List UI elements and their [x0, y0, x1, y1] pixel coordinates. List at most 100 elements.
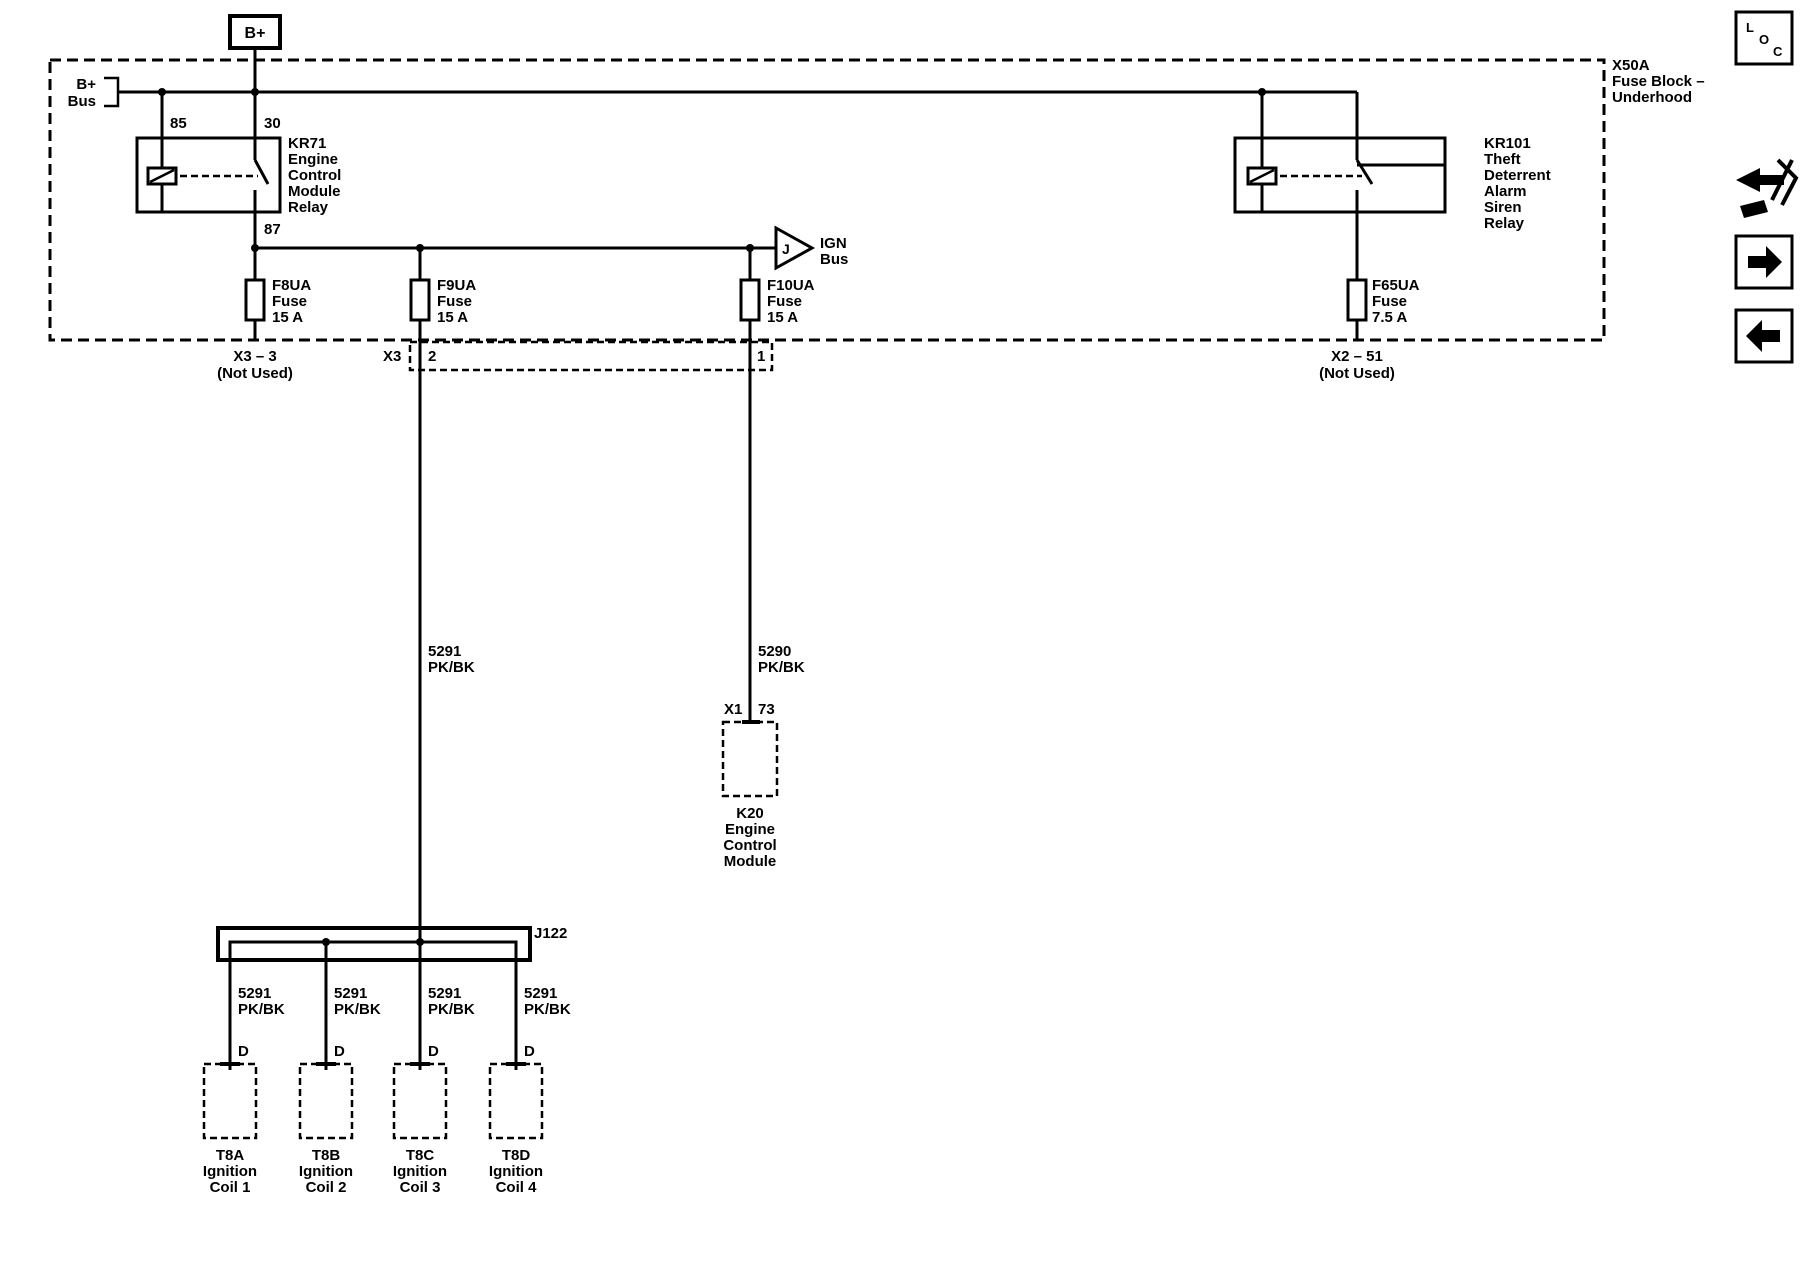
coil-t8c-label-1: Ignition: [393, 1163, 447, 1180]
coil-t8a: 5291 PK/BK D T8A Ignition Coil 1: [202, 985, 285, 1196]
bus-word-text: Bus: [68, 93, 96, 110]
coil-t8b-id: T8B: [312, 1147, 341, 1164]
loc-c: C: [1773, 44, 1783, 59]
coil-t8d-id: T8D: [502, 1147, 531, 1164]
coil-t8a-circuit: 5291: [238, 985, 271, 1002]
j122-id: J122: [534, 925, 567, 942]
k20-label-3: Module: [724, 853, 777, 870]
wire-5290-circuit: 5290: [758, 643, 791, 660]
coil-t8c-color: PK/BK: [428, 1001, 475, 1018]
ign-bus-symbol: J: [782, 241, 790, 257]
fuse-block-id: X50A: [1612, 57, 1650, 74]
x3-label: X3: [383, 348, 401, 365]
kr101-relay: [1233, 92, 1447, 282]
k20-connector: [721, 720, 779, 798]
kr71-label-2: Control: [288, 167, 341, 184]
f65ua-type: Fuse: [1372, 293, 1407, 310]
f9ua-type: Fuse: [437, 293, 472, 310]
coil-t8d-pin: D: [524, 1043, 535, 1060]
coil-t8a-id: T8A: [216, 1147, 245, 1164]
coil-t8c-id: T8C: [406, 1147, 435, 1164]
x1-label: X1: [724, 701, 742, 718]
kr101-label-3: Alarm: [1484, 183, 1527, 200]
location-view-button[interactable]: L O C: [1734, 10, 1794, 66]
x3-3-label: X3 – 3: [233, 348, 276, 365]
kr71-pin-87: 87: [264, 221, 281, 238]
kr101-label-1: Theft: [1484, 151, 1521, 168]
k20-label-2: Control: [723, 837, 776, 854]
kr71-label-4: Relay: [288, 199, 329, 216]
previous-page-button[interactable]: [1734, 308, 1794, 364]
x2-51-label: X2 – 51: [1331, 348, 1383, 365]
coil-t8a-label-1: Ignition: [203, 1163, 257, 1180]
loc-l: L: [1746, 20, 1754, 35]
f9ua-rating: 15 A: [437, 309, 468, 326]
f10ua-type: Fuse: [767, 293, 802, 310]
kr71-pin-85: 85: [170, 115, 187, 132]
f65ua-rating: 7.5 A: [1372, 309, 1407, 326]
fuse-block-label-2: Underhood: [1612, 89, 1692, 106]
kr101-id: KR101: [1484, 135, 1531, 152]
arrow-left-icon: [1746, 320, 1780, 352]
wire-5291-circuit: 5291: [428, 643, 461, 660]
coil-t8b-circuit: 5291: [334, 985, 367, 1002]
kr71-id: KR71: [288, 135, 326, 152]
x3-pin-2: 2: [428, 348, 436, 365]
f65ua-id: F65UA: [1372, 277, 1420, 294]
x3-pin-1: 1: [757, 348, 765, 365]
coil-t8b-pin: D: [334, 1043, 345, 1060]
fuse-block-boundary: [48, 58, 1606, 342]
coil-t8c-circuit: 5291: [428, 985, 461, 1002]
x1-pin-73: 73: [758, 701, 775, 718]
coil-t8b-label-1: Ignition: [299, 1163, 353, 1180]
coil-t8d: 5291 PK/BK D T8D Ignition Coil 4: [488, 985, 571, 1196]
ign-bus-label-1: IGN: [820, 235, 847, 252]
f10ua-id: F10UA: [767, 277, 815, 294]
coil-t8a-label-2: Coil 1: [210, 1179, 251, 1196]
wire-5291-color: PK/BK: [428, 659, 475, 676]
f8ua-type: Fuse: [272, 293, 307, 310]
fuse-f9ua: [409, 278, 431, 322]
kr71-pin-30: 30: [264, 115, 281, 132]
coil-t8b: 5291 PK/BK D T8B Ignition Coil 2: [298, 985, 381, 1196]
k20-label-1: Engine: [725, 821, 775, 838]
kr71-label-3: Module: [288, 183, 341, 200]
connector-end-view-icon: [1736, 158, 1799, 218]
coil-t8d-label-1: Ignition: [489, 1163, 543, 1180]
ign-bus-connector: J: [774, 225, 816, 271]
coil-t8c-pin: D: [428, 1043, 439, 1060]
b-plus-label: B+: [245, 25, 266, 42]
f9ua-id: F9UA: [437, 277, 476, 294]
coil-t8d-circuit: 5291: [524, 985, 557, 1002]
wire-5290-color: PK/BK: [758, 659, 805, 676]
kr101-label-4: Siren: [1484, 199, 1522, 216]
b-plus-bus-label: B+ Bus: [68, 76, 120, 110]
f8ua-id: F8UA: [272, 277, 311, 294]
coil-t8a-pin: D: [238, 1043, 249, 1060]
fuse-f8ua: [244, 278, 266, 322]
coil-t8c-label-2: Coil 3: [400, 1179, 441, 1196]
coil-t8b-label-2: Coil 2: [306, 1179, 347, 1196]
arrow-right-icon: [1748, 246, 1782, 278]
k20-id: K20: [736, 805, 764, 822]
coil-t8a-color: PK/BK: [238, 1001, 285, 1018]
coil-t8b-color: PK/BK: [334, 1001, 381, 1018]
kr71-relay: [135, 92, 282, 248]
x3-connector: [408, 340, 774, 372]
connector-end-view-button[interactable]: [1736, 158, 1799, 218]
kr101-label-2: Deterrent: [1484, 167, 1551, 184]
b-plus-source: B+: [228, 14, 282, 50]
fuse-block-label-1: Fuse Block –: [1612, 73, 1705, 90]
coil-t8d-label-2: Coil 4: [496, 1179, 537, 1196]
x3-3-note: (Not Used): [217, 365, 293, 382]
coil-t8c: 5291 PK/BK D T8C Ignition Coil 3: [392, 985, 475, 1196]
coil-t8d-color: PK/BK: [524, 1001, 571, 1018]
f10ua-rating: 15 A: [767, 309, 798, 326]
next-page-button[interactable]: [1734, 234, 1794, 290]
f8ua-rating: 15 A: [272, 309, 303, 326]
x2-51-note: (Not Used): [1319, 365, 1395, 382]
loc-o: O: [1759, 32, 1769, 47]
fuse-f10ua: [739, 278, 761, 322]
fuse-f65ua: [1346, 278, 1368, 322]
